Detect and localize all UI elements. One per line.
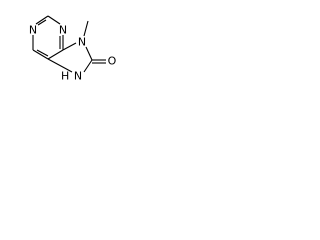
atom-n3: N [59,24,67,37]
bond-c4-n9 [62,42,77,51]
atom-oxygen: O [108,55,117,68]
atom-n7: N [74,70,82,83]
bond-c4-c5 [47,49,64,60]
bond-c8-n7 [83,59,93,73]
bond-c2-n1 [35,15,49,25]
bond-c2-n3 [47,15,61,25]
bond-c6-c5-inner [36,49,49,57]
atom-n9: N [78,36,86,49]
bond-n9-methyl [83,20,89,37]
atom-labels: N N N N H O [29,24,117,83]
bond-c6-c5 [32,49,49,60]
atom-n1: N [29,24,37,37]
bonds [32,15,106,73]
bond-n9-c8 [85,46,93,61]
bond-c2-n1-inner [37,19,47,26]
purine-structure-diagram: N N N N H O [29,15,117,83]
bond-n7-c5 [47,58,73,73]
atom-h7: H [61,70,69,83]
